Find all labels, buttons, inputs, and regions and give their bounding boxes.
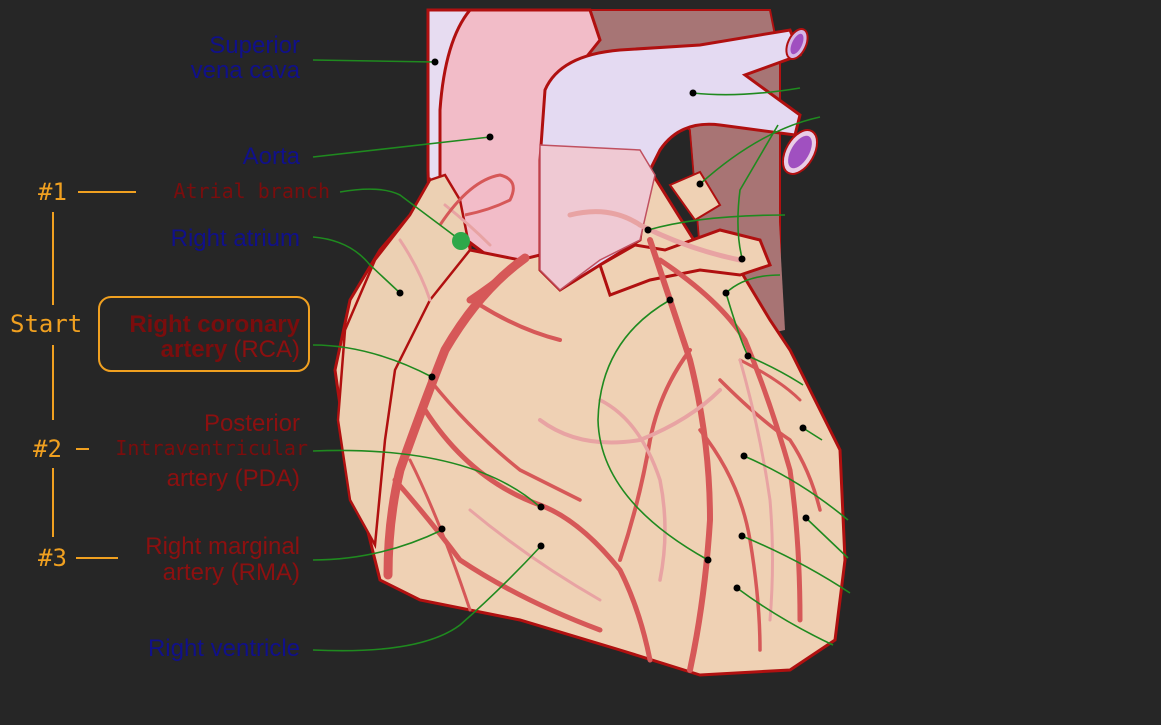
rca-proximal: [466, 254, 529, 304]
leader-right-11: [741, 535, 851, 594]
label-right-ventricle: Right ventricle: [148, 635, 300, 662]
label-superior-vena-cava-line2: vena cava: [191, 57, 301, 84]
diagonal-branch-c: [718, 378, 822, 512]
vein-b: [598, 398, 667, 582]
leader-right-12: [736, 587, 834, 646]
atrial-vein-b: [443, 203, 492, 247]
dot-right-4: [738, 255, 746, 263]
label-aorta: Aorta: [243, 143, 301, 170]
dot-right-11: [738, 532, 746, 540]
dot-right-ventricle: [537, 542, 545, 550]
dot-right-10: [802, 514, 810, 522]
lad-vessel: [647, 237, 713, 673]
dot-right-7: [744, 352, 752, 360]
sequence-step-3: #3: [38, 544, 67, 572]
leader-right-1: [692, 87, 801, 96]
atrial-vein: [398, 238, 432, 302]
leader-lines: [312, 59, 851, 652]
leader-rma: [312, 529, 443, 561]
leader-right-3: [647, 214, 786, 231]
dot-right-12: [704, 556, 712, 564]
dot-right-13: [733, 584, 741, 592]
rca-vessel: [383, 253, 530, 580]
right-atrium-shape: [336, 173, 472, 550]
dot-right-6: [722, 289, 730, 297]
pda-vessel: [422, 407, 653, 663]
label-rca-line2: artery(RCA): [161, 336, 300, 363]
rca-highlight-box: [98, 296, 310, 372]
dot-rca: [428, 373, 436, 381]
coronary-sinus: [567, 209, 743, 263]
dot-right-2: [696, 180, 704, 188]
leader-rca: [312, 344, 433, 378]
vein-d: [738, 358, 774, 622]
label-pda-line2: Intraventricular: [115, 436, 308, 460]
sequence-annotation: #1 Start #2 #3: [10, 178, 310, 572]
sequence-step-2: #2: [33, 435, 62, 463]
label-superior-vena-cava-line1: Superior: [209, 32, 300, 59]
dot-aorta: [486, 133, 494, 141]
label-atrial-branch: Atrial branch: [173, 179, 330, 203]
leader-pda: [312, 449, 541, 508]
leader-right-9: [743, 455, 849, 521]
leader-atrial-branch: [339, 188, 461, 241]
label-pda-line3: artery (PDA): [167, 465, 300, 492]
rma-vessel: [392, 477, 603, 633]
leader-right-2: [699, 116, 821, 185]
label-rca-line1: Right coronary: [129, 311, 300, 338]
rca-branch-b: [428, 378, 582, 502]
atrial-branch-vessel: [438, 173, 515, 226]
dot-right-5: [666, 296, 674, 304]
vein-c: [468, 508, 602, 602]
label-rma-line2: artery (RMA): [163, 559, 300, 586]
leader-right-8: [802, 427, 823, 441]
dot-pda: [537, 503, 545, 511]
diagonal-branch-d: [738, 358, 802, 402]
label-pda-line1: Posterior: [204, 410, 300, 437]
dot-right-1: [689, 89, 697, 97]
marker-dots: [396, 58, 810, 592]
label-right-atrium: Right atrium: [171, 225, 300, 252]
label-rca-abbrev: (RCA): [233, 336, 300, 363]
label-rma-line1: Right marginal: [145, 533, 300, 560]
circumflex-vessel: [657, 257, 803, 623]
dot-rma: [438, 525, 446, 533]
pulmonary-trunk-shape: [539, 144, 656, 291]
sequence-step-1: #1: [38, 178, 67, 206]
leader-aorta: [312, 136, 491, 158]
leader-right-6: [725, 274, 781, 294]
diagonal-branch-a: [618, 348, 692, 562]
leader-right-10: [805, 517, 849, 559]
dot-right-9: [740, 452, 748, 460]
dot-right-3: [644, 226, 652, 234]
leader-superior-vena-cava: [312, 59, 436, 63]
structure-labels: Superior vena cava Aorta Atrial branch R…: [115, 32, 330, 662]
sequence-start: Start: [10, 310, 82, 338]
leader-right-4: [737, 124, 779, 259]
heart-illustration: [333, 8, 847, 677]
leader-right-atrium: [312, 236, 401, 294]
label-rca-artery: artery: [161, 336, 228, 363]
leader-right-ventricle: [312, 545, 542, 652]
dot-superior-vena-cava: [431, 58, 439, 66]
dot-right-atrium: [396, 289, 404, 297]
dot-right-8: [799, 424, 807, 432]
rca-branch-a: [478, 303, 562, 342]
leader-right-5: [597, 299, 709, 561]
atrial-branch-highlight: [452, 232, 470, 250]
